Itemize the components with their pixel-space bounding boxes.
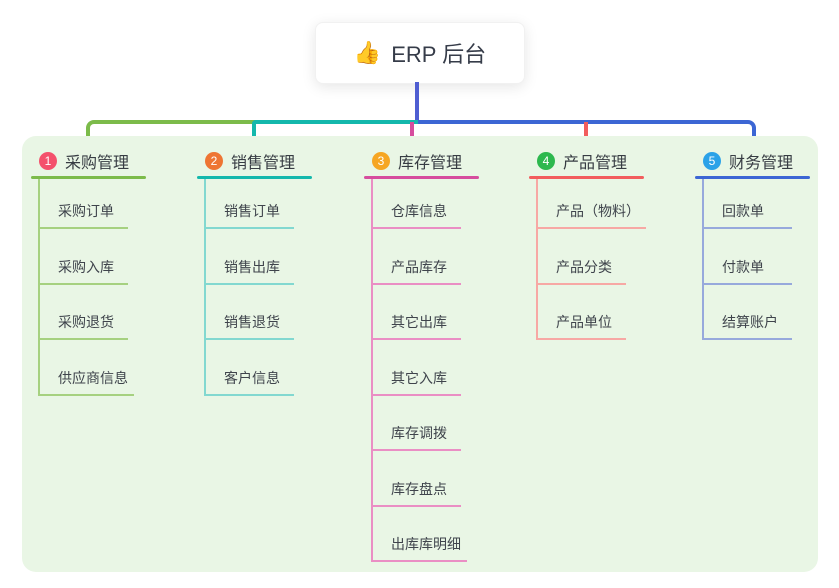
branch-label: 财务管理 — [729, 154, 794, 172]
branch-underline — [197, 176, 312, 179]
sub-item[interactable]: 库存调拨 — [373, 396, 461, 451]
branch-label: 销售管理 — [231, 154, 296, 172]
sub-list: 产品（物料） 产品分类 产品单位 — [536, 179, 646, 340]
sub-item[interactable]: 采购退货 — [40, 285, 128, 340]
sub-item[interactable]: 回款单 — [704, 179, 792, 229]
branch-index-badge: 5 — [703, 151, 721, 170]
branch-label: 采购管理 — [65, 154, 130, 172]
sub-item[interactable]: 产品（物料） — [538, 179, 646, 229]
sub-item[interactable]: 产品分类 — [538, 229, 626, 285]
branch-product: 4 产品管理 产品（物料） 产品分类 产品单位 — [529, 148, 646, 340]
sub-item[interactable]: 出库库明细 — [373, 507, 467, 562]
connector-branch-4 — [584, 122, 588, 148]
branch-inventory: 3 库存管理 仓库信息 产品库存 其它出库 其它入库 库存调拨 库存盘点 出库库… — [364, 148, 479, 562]
branch-sales: 2 销售管理 销售订单 销售出库 销售退货 客户信息 — [197, 148, 312, 396]
sub-item[interactable]: 采购订单 — [40, 179, 128, 229]
branch-index-badge: 2 — [205, 151, 223, 170]
branch-title-inventory[interactable]: 3 库存管理 — [364, 148, 479, 173]
sub-item[interactable]: 付款单 — [704, 229, 792, 285]
connector-branch-1 — [86, 120, 256, 150]
sub-item[interactable]: 销售退货 — [206, 285, 294, 340]
sub-list: 回款单 付款单 结算账户 — [702, 179, 810, 340]
connector-root-drop — [415, 82, 419, 124]
branch-title-finance[interactable]: 5 财务管理 — [695, 148, 810, 173]
branch-index-badge: 3 — [372, 151, 390, 170]
sub-item[interactable]: 供应商信息 — [40, 340, 134, 396]
root-node[interactable]: 👍 ERP 后台 — [315, 22, 525, 84]
sub-item[interactable]: 仓库信息 — [373, 179, 461, 229]
branch-underline — [529, 176, 644, 179]
branch-index-badge: 1 — [39, 151, 57, 170]
branch-underline — [364, 176, 479, 179]
root-label: ERP 后台 — [391, 42, 487, 67]
sub-item[interactable]: 库存盘点 — [373, 451, 461, 507]
branch-finance: 5 财务管理 回款单 付款单 结算账户 — [695, 148, 810, 340]
branch-label: 库存管理 — [398, 154, 463, 172]
thumbs-up-icon: 👍 — [353, 40, 382, 65]
sub-item[interactable]: 销售订单 — [206, 179, 294, 229]
mindmap-panel — [22, 136, 818, 572]
branch-purchase: 1 采购管理 采购订单 采购入库 采购退货 供应商信息 — [31, 148, 146, 396]
branch-index-badge: 4 — [537, 151, 555, 170]
sub-item[interactable]: 其它入库 — [373, 340, 461, 396]
sub-list: 采购订单 采购入库 采购退货 供应商信息 — [38, 179, 146, 396]
sub-item[interactable]: 结算账户 — [704, 285, 792, 340]
branch-label: 产品管理 — [563, 154, 628, 172]
sub-list: 销售订单 销售出库 销售退货 客户信息 — [204, 179, 312, 396]
sub-list: 仓库信息 产品库存 其它出库 其它入库 库存调拨 库存盘点 出库库明细 — [371, 179, 479, 562]
sub-item[interactable]: 采购入库 — [40, 229, 128, 285]
branch-title-sales[interactable]: 2 销售管理 — [197, 148, 312, 173]
branch-underline — [31, 176, 146, 179]
sub-item[interactable]: 产品库存 — [373, 229, 461, 285]
sub-item[interactable]: 客户信息 — [206, 340, 294, 396]
sub-item[interactable]: 销售出库 — [206, 229, 294, 285]
branch-underline — [695, 176, 810, 179]
connector-branch-2 — [252, 120, 422, 150]
branch-title-product[interactable]: 4 产品管理 — [529, 148, 644, 173]
branch-title-purchase[interactable]: 1 采购管理 — [31, 148, 146, 173]
sub-item[interactable]: 其它出库 — [373, 285, 461, 340]
sub-item[interactable]: 产品单位 — [538, 285, 626, 340]
